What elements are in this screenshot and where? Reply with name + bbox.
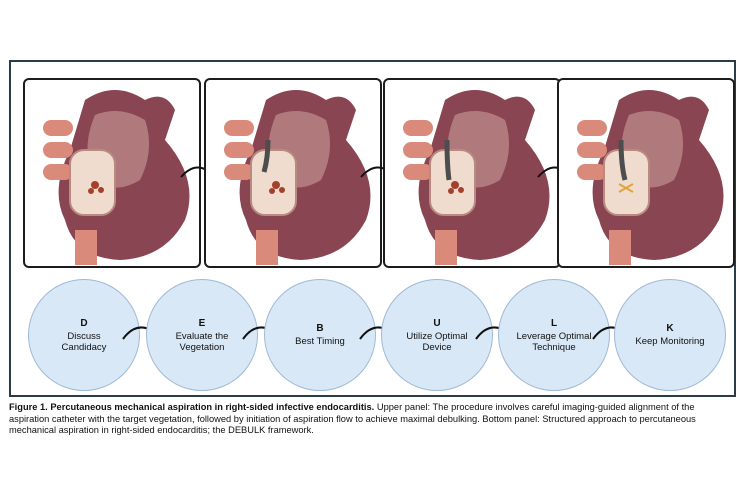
step-letter: D — [80, 317, 88, 329]
step-label: Best Timing — [295, 336, 345, 347]
step-label: Evaluate the Vegetation — [175, 330, 229, 353]
step-letter: K — [666, 323, 674, 334]
step-circle-b: B Best Timing — [264, 279, 376, 391]
step-letter: L — [550, 317, 558, 329]
step-label: Keep Monitoring — [635, 336, 705, 347]
step-circle-e: E Evaluate the Vegetation — [146, 279, 258, 391]
step-circle-d: D Discuss Candidacy — [28, 279, 140, 391]
heart-illustration — [403, 90, 550, 265]
caption-title: Figure 1. Percutaneous mechanical aspira… — [9, 402, 375, 412]
figure-caption: Figure 1. Percutaneous mechanical aspira… — [9, 402, 736, 437]
caption-text: Upper panel: The procedure involves care… — [9, 402, 696, 435]
heart-illustration — [577, 90, 724, 265]
step-label: Utilize Optimal Device — [406, 330, 468, 353]
step-letter: U — [433, 317, 441, 329]
step-letter: B — [316, 323, 324, 334]
heart-panel-1 — [23, 78, 201, 268]
step-label: Leverage Optimal Technique — [516, 330, 592, 353]
heart-panel-2 — [204, 78, 382, 268]
figure-frame: D Discuss Candidacy E Evaluate the Veget… — [9, 60, 736, 397]
heart-panel-3 — [383, 78, 561, 268]
heart-illustration — [43, 90, 190, 265]
step-circle-k: K Keep Monitoring — [614, 279, 726, 391]
step-circle-u: U Utilize Optimal Device — [381, 279, 493, 391]
step-label: Discuss Candidacy — [61, 330, 107, 353]
step-circle-l: L Leverage Optimal Technique — [498, 279, 610, 391]
heart-panel-4 — [557, 78, 735, 268]
step-letter: E — [198, 317, 206, 329]
heart-illustration — [224, 90, 371, 265]
